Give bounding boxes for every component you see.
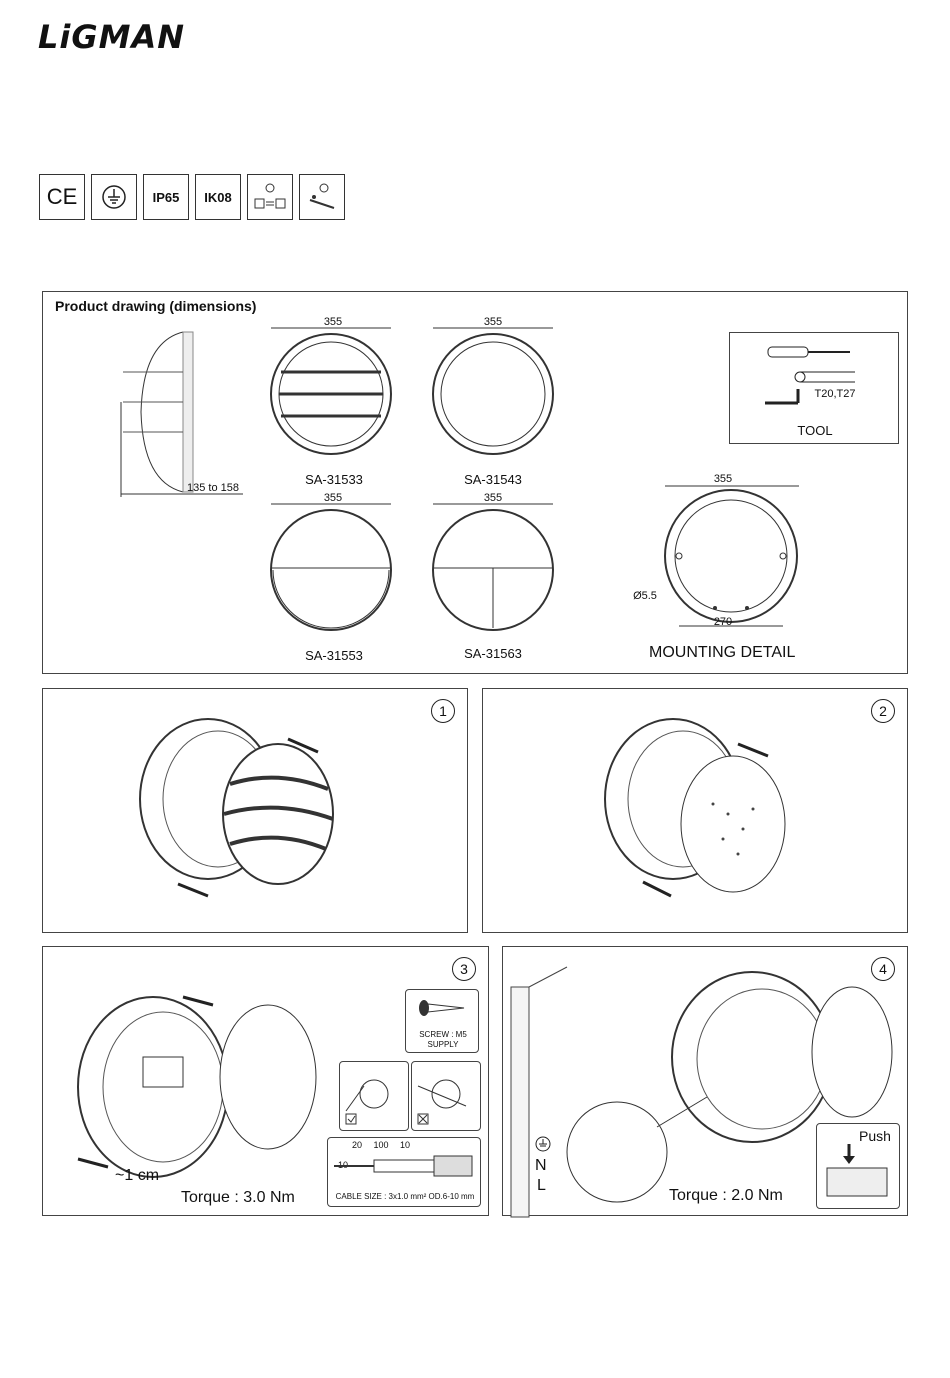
mounting-label: MOUNTING DETAIL <box>649 644 795 662</box>
torque-label: Torque : 2.0 Nm <box>669 1187 783 1205</box>
cable-size: CABLE SIZE : 3x1.0 mm² OD.6-10 mm <box>328 1192 482 1201</box>
screw-box: SCREW : M5 SUPPLY <box>405 989 479 1053</box>
width-label: 355 <box>463 316 523 328</box>
screw-supply: SUPPLY <box>406 1040 480 1049</box>
step-panel: 1 <box>42 688 468 933</box>
screwdriver-icon <box>760 343 880 413</box>
model-code: SA-31533 <box>289 472 379 487</box>
hole-diameter: Ø5.5 <box>625 590 665 602</box>
width-label: 355 <box>303 316 363 328</box>
screw-size: SCREW : M5 <box>406 1030 480 1039</box>
brand-logo: LiGMAN <box>38 18 185 56</box>
ce-mark-badge: CE <box>39 174 85 220</box>
step-panel: 2 <box>482 688 908 933</box>
correct-method-box <box>339 1061 409 1131</box>
screw-icon <box>418 998 468 1018</box>
step-number: 1 <box>431 699 455 723</box>
ip-rating-badge: IP65 <box>143 174 189 220</box>
push-terminal-box: Push <box>816 1123 900 1209</box>
tool-bits: T20,T27 <box>805 388 865 400</box>
step-panel: 3 ~1 cm Torque : 3.0 Nm SCREW : M5 SUPPL… <box>42 946 489 1216</box>
width-label: 355 <box>303 492 363 504</box>
model-code: SA-31543 <box>448 472 538 487</box>
step-panel: 4 N L Torque : 2.0 Nm Push <box>502 946 908 1216</box>
lamp-swap-icon <box>247 174 293 220</box>
push-label: Push <box>853 1128 897 1144</box>
luminaire-plain-drawing <box>431 332 561 462</box>
earth-icon <box>535 1135 551 1153</box>
terminal-block-icon <box>823 1144 893 1204</box>
ce-label: CE <box>47 184 78 210</box>
cable-detail-box: 20 100 10 10 CABLE SIZE : 3x1.0 mm² OD.6… <box>327 1137 481 1207</box>
hole-spacing: 270 <box>698 616 748 628</box>
panel-title: Product drawing (dimensions) <box>55 298 256 314</box>
tool-box: T20,T27 TOOL <box>729 332 899 444</box>
model-code: SA-31553 <box>289 648 379 663</box>
live-label: L <box>537 1177 546 1195</box>
luminaire-eyelid-drawing <box>269 508 399 638</box>
ik-rating-badge: IK08 <box>195 174 241 220</box>
model-code: SA-31563 <box>448 646 538 661</box>
tool-label: TOOL <box>770 423 860 438</box>
step1-illustration <box>138 714 378 904</box>
strip-dim: 10 <box>396 1140 414 1150</box>
step3-illustration <box>73 987 323 1187</box>
mounting-width: 355 <box>693 473 753 485</box>
torque-label: Torque : 3.0 Nm <box>181 1189 295 1207</box>
check-icon <box>344 1066 404 1126</box>
strip-length: ~1 cm <box>115 1167 159 1185</box>
luminaire-grille-drawing <box>269 332 399 462</box>
cross-icon <box>416 1066 476 1126</box>
luminaire-eyelid-split-drawing <box>431 508 561 638</box>
product-drawing-panel: Product drawing (dimensions) 135 to 158 … <box>42 291 908 674</box>
width-label: 355 <box>463 492 523 504</box>
depth-dimension: 135 to 158 <box>183 482 243 494</box>
cable-icon <box>334 1152 474 1182</box>
dimming-icon <box>299 174 345 220</box>
wrong-method-box <box>411 1061 481 1131</box>
neutral-label: N <box>535 1157 547 1175</box>
step2-illustration <box>603 714 843 904</box>
strip-dim: 100 <box>368 1140 394 1150</box>
earth-icon <box>91 174 137 220</box>
step-number: 3 <box>452 957 476 981</box>
step-number: 2 <box>871 699 895 723</box>
strip-dim: 20 <box>348 1140 366 1150</box>
